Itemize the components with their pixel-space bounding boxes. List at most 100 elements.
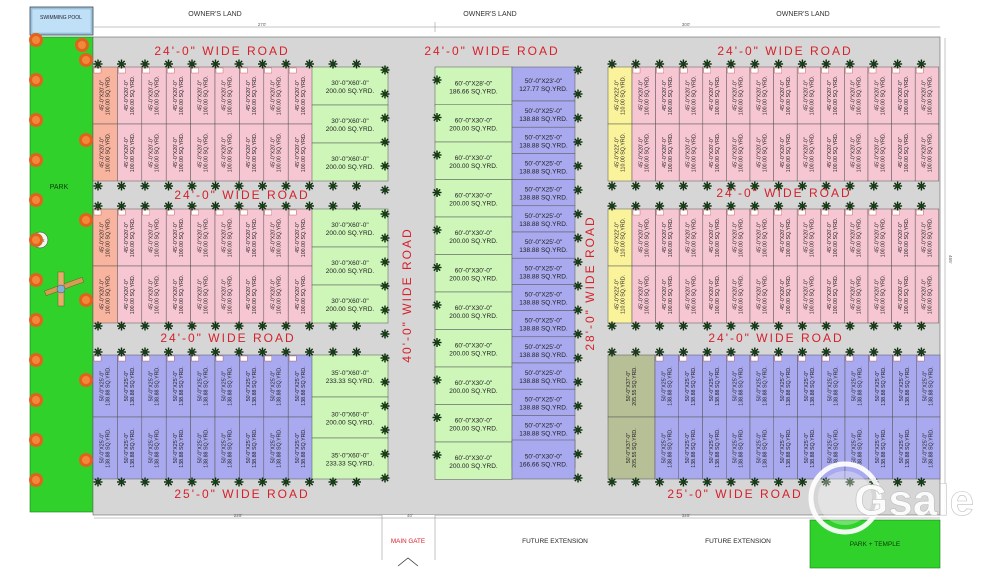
plot-area: 100.00 SQ.YRD.	[155, 133, 161, 172]
right-bot-plot: 50'-0"X25'-0"138.88 SQ.YRD.	[868, 354, 893, 418]
plot-size: 50'-0"X25'-0"	[899, 433, 905, 464]
plot-size: 45'-0"X20'-0"	[197, 279, 203, 310]
future-extension-label-1: FUTURE EXTENSION	[522, 538, 588, 545]
plot-size: 50'-0"X25'-0"	[246, 433, 252, 464]
tree-icon	[573, 257, 583, 267]
plot-size: 30'-0"X60'-0"	[331, 222, 369, 229]
plot-size: 45'-0"X20'-0"	[149, 222, 155, 253]
plot-area: 138.88 SQ.YRD.	[519, 378, 568, 385]
tree-icon	[281, 321, 291, 331]
left-bot-plot: 50'-0"X25'-0"138.88 SQ.YRD.	[263, 354, 289, 418]
plot-area: 100.00 SQ.YRD.	[810, 218, 816, 257]
plot-area: 138.88 SQ.YRD.	[905, 428, 911, 467]
plot-size: 45'-0"X20'-0"	[222, 222, 228, 253]
tree-icon	[916, 477, 926, 487]
plot-area: 138.88 SQ.YRD.	[762, 428, 768, 467]
plot-area: 200.00 SQ.YRD.	[449, 163, 498, 170]
plot-size: 45'-0"X20'-0"	[756, 279, 762, 310]
tree-icon	[352, 347, 361, 357]
plot-area: 100.00 SQ.YRD.	[928, 76, 934, 115]
plot-area: 138.88 SQ.YRD.	[715, 366, 721, 405]
tree-icon	[774, 201, 784, 211]
tree-icon	[678, 477, 688, 487]
plot-size: 50'-0"X25'-0"	[525, 187, 563, 194]
plot-size: 45'-0"X20'-0"	[780, 279, 786, 310]
plot-outline	[165, 123, 191, 182]
plot-outline	[311, 437, 389, 480]
right-mid-plot: 45'-0"X20'-0"100.00 SQ.YRD.	[702, 208, 727, 267]
plot-outline	[311, 142, 389, 182]
plot-size: 45'-0"X20'-0"	[662, 279, 668, 310]
left-bot-plot: 50'-0"X25'-0"138.88 SQ.YRD.	[92, 416, 118, 480]
plot-size: 45'-0"X20'-0"	[124, 80, 130, 111]
plot-size: 50'-0"X25'-0"	[149, 371, 155, 402]
plot-area: 200.00 SQ.YRD.	[449, 463, 498, 470]
plot-size: 45'-0"X20'-0"	[124, 222, 130, 253]
plot-area: 100.00 SQ.YRD.	[857, 76, 863, 115]
plot-area: 100.00 SQ.YRD.	[203, 218, 209, 257]
left-top-plot: 45'-0"X20'-0"100.00 SQ.YRD.	[190, 66, 216, 125]
tree-icon	[281, 347, 291, 357]
plot-number-box	[703, 355, 711, 362]
mid-blue: 50'-0"X25'-0"138.88 SQ.YRD.	[511, 100, 576, 128]
dim-bottom-right: 325'	[682, 513, 691, 518]
gsale-logo-icon	[808, 461, 882, 535]
mid-blue: 50'-0"X25'-0"138.88 SQ.YRD.	[511, 231, 576, 259]
plot-size: 50'-0"X25'-0"	[173, 433, 179, 464]
plot-area: 200.00 SQ.YRD.	[326, 88, 375, 95]
tree-icon	[726, 321, 736, 331]
right-mid-plot: 45'-0"X20'-0"100.00 SQ.YRD.	[749, 265, 774, 324]
plot-number-box	[917, 355, 925, 362]
tree-icon	[380, 449, 390, 459]
plot-area: 100.00 SQ.YRD.	[228, 76, 234, 115]
plot-size: 45'-0"X20'-0"	[780, 80, 786, 111]
plot-size: 45'-0"X20'-0"	[709, 80, 715, 111]
tree-icon	[678, 181, 688, 191]
plot-size: 50'-0"X25'-0"	[828, 433, 834, 464]
plot-area: 138.88 SQ.YRD.	[252, 366, 258, 405]
plot-outline	[165, 66, 191, 125]
plot-number-box	[821, 209, 829, 216]
tree-icon	[821, 477, 831, 487]
plot-area: 100.00 SQ.YRD.	[810, 76, 816, 115]
tree-icon	[655, 181, 665, 191]
tree-icon	[573, 209, 583, 219]
plot-size: 45'-0"X20'-0"	[197, 80, 203, 111]
plot-area: 100.00 SQ.YRD.	[833, 76, 839, 115]
swimming-pool-label: SWIMMING POOL	[40, 15, 82, 21]
plot-area: 200.00 SQ.YRD.	[326, 268, 375, 275]
plot-size: 45'-0"X20'-0"	[271, 279, 277, 310]
plot-size: 45'-0"X20'-0"	[780, 137, 786, 168]
tree-icon	[352, 59, 361, 69]
plot-number-box	[289, 209, 297, 216]
flowering-tree-icon	[29, 353, 43, 367]
plot-area: 205.55 SQ.YRD.	[632, 366, 638, 405]
tree-icon	[726, 59, 736, 69]
plot-area: 200.00 SQ.YRD.	[326, 126, 375, 133]
left-bot-plot: 50'-0"X25'-0"138.88 SQ.YRD.	[239, 416, 265, 480]
tree-icon	[211, 321, 220, 331]
tree-icon	[750, 181, 760, 191]
tree-icon	[164, 59, 173, 69]
mid-green: 60'-0"X30'-0"200.00 SQ.YRD.	[434, 179, 513, 218]
plot-outline	[434, 141, 513, 180]
plot-size: 50'-0"X25'-0"	[222, 371, 228, 402]
tree-icon	[774, 59, 784, 69]
tree-icon	[380, 185, 390, 195]
plot-size: 45'-0"X22'-0"	[615, 222, 621, 253]
plot-size: 50'-0"X25'-0"	[780, 433, 786, 464]
plot-outline	[434, 66, 513, 107]
tree-icon	[573, 233, 583, 243]
tree-icon	[432, 225, 442, 235]
tree-icon	[211, 347, 220, 357]
plot-area: 100.00 SQ.YRD.	[715, 275, 721, 314]
plot-outline	[214, 208, 240, 267]
tree-icon	[258, 347, 267, 357]
flowering-tree-icon	[29, 193, 43, 207]
right-mid-plot: 45'-0"X20'-0"100.00 SQ.YRD.	[844, 208, 869, 267]
left-top-plot: 45'-0"X20'-0"100.00 SQ.YRD.	[239, 123, 265, 182]
plot-area: 100.00 SQ.YRD.	[252, 76, 258, 115]
plot-size: 50'-0"X25'-0"	[709, 371, 715, 402]
tree-icon	[432, 263, 442, 272]
plot-outline	[434, 366, 513, 405]
